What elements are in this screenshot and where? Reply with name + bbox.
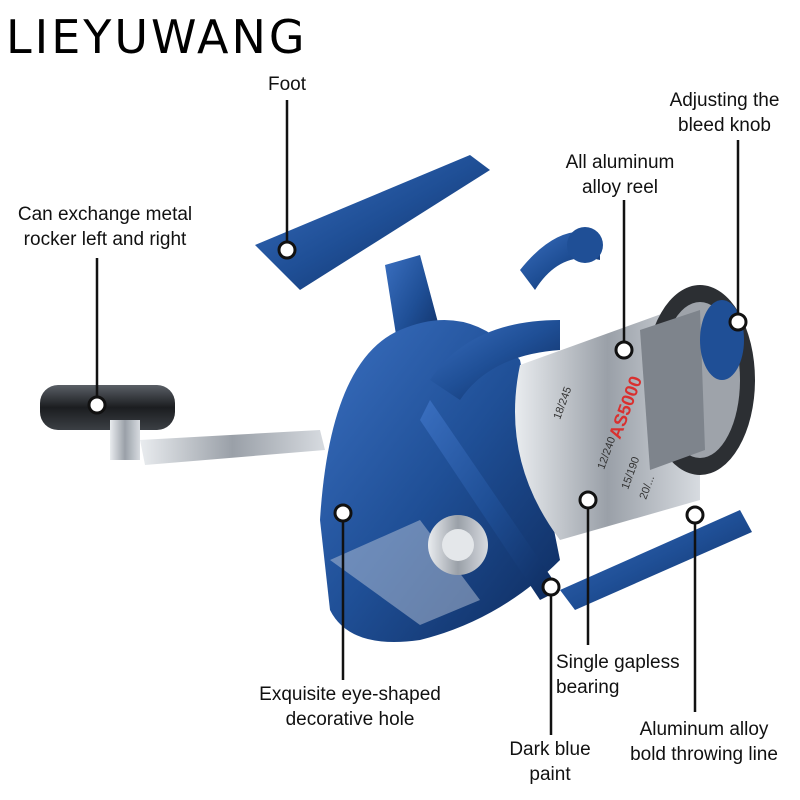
callout-dot-foot — [277, 240, 297, 260]
callout-dot-bearing — [578, 490, 598, 510]
spool-ridges — [640, 310, 705, 470]
side-knob-cap — [442, 529, 474, 561]
label-eye-hole: Exquisite eye-shaped decorative hole — [245, 682, 455, 732]
label-rocker-line-1: Can exchange metal — [17, 204, 193, 225]
label-foot: Foot — [255, 72, 319, 97]
label-reel-line-1: All aluminum — [565, 152, 675, 173]
label-bleed-knob: Adjusting the bleed knob — [652, 88, 797, 138]
label-eye-hole-line-2: decorative hole — [285, 709, 415, 730]
handle-grip — [40, 385, 175, 430]
callout-dot-rocker — [87, 395, 107, 415]
label-bearing: Single gapless bearing — [556, 650, 696, 700]
label-eye-hole-line-1: Exquisite eye-shaped — [259, 684, 441, 705]
handle-joint — [110, 420, 140, 460]
label-throwing-line: Aluminum alloy bold throwing line — [612, 717, 796, 767]
label-throwing-line-line-1: Aluminum alloy — [639, 719, 769, 740]
label-foot-line-1: Foot — [267, 74, 307, 95]
callout-dot-bleed-knob — [728, 312, 748, 332]
label-paint: Dark blue paint — [495, 737, 605, 787]
callout-dot-paint — [541, 577, 561, 597]
label-reel-line-2: alloy reel — [581, 177, 659, 198]
label-throwing-line-line-2: bold throwing line — [630, 744, 778, 765]
label-bleed-knob-line-2: bleed knob — [678, 115, 771, 136]
label-bleed-knob-line-1: Adjusting the — [669, 90, 780, 111]
brand-logo-text: LIEYUWANG — [6, 10, 308, 64]
label-bearing-line-2: bearing — [556, 677, 620, 698]
line-roller — [567, 227, 603, 263]
label-paint-line-2: paint — [529, 764, 571, 785]
callout-dot-eye-hole — [333, 503, 353, 523]
label-rocker-line-2: rocker left and right — [23, 229, 187, 250]
callout-dot-reel — [614, 340, 634, 360]
bail-arm — [430, 320, 560, 400]
label-bearing-line-1: Single gapless — [556, 652, 680, 673]
label-paint-line-1: Dark blue — [509, 739, 591, 760]
rotor-frame-bottom — [560, 510, 752, 610]
rotor-frame-left — [420, 400, 560, 600]
eye-shaped-hole — [330, 520, 480, 625]
reel-foot — [255, 155, 490, 290]
label-reel: All aluminum alloy reel — [550, 150, 690, 200]
handle-arm — [140, 430, 325, 465]
label-rocker: Can exchange metal rocker left and right — [0, 202, 210, 252]
callout-dot-throwing-line — [685, 505, 705, 525]
